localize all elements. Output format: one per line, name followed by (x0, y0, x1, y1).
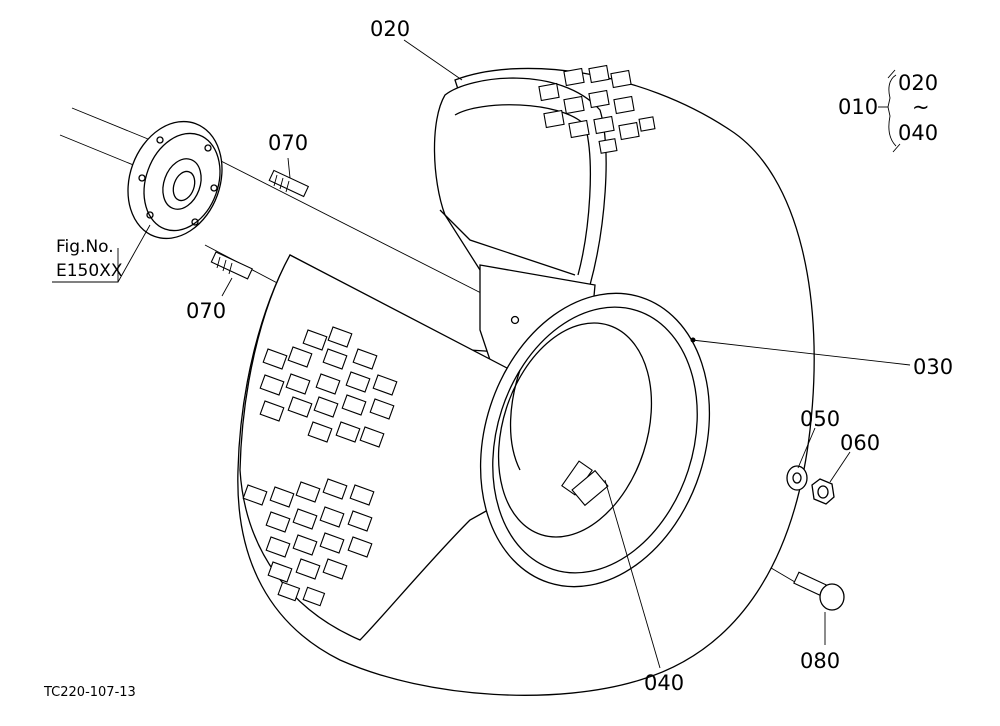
callout-010-range-top: 020 (898, 71, 938, 95)
callout-050: 050 (800, 407, 840, 431)
callout-040: 040 (644, 671, 684, 695)
wheel-stud-lower (210, 251, 253, 280)
washer (786, 465, 808, 491)
callout-010: 010 (838, 95, 878, 119)
callout-030: 030 (913, 355, 953, 379)
tread-lugs-front (242, 326, 398, 607)
leader-lines (52, 39, 911, 669)
callout-070-lower: 070 (186, 299, 226, 323)
hub-flange (127, 120, 223, 240)
figure-reference-line1: Fig.No. (56, 237, 114, 257)
callout-080: 080 (800, 649, 840, 673)
callout-070-upper: 070 (268, 131, 308, 155)
callout-020: 020 (370, 17, 410, 41)
valve-stem (561, 460, 609, 507)
nut (811, 478, 835, 505)
tread-lugs-top (538, 64, 656, 154)
figure-reference-line2: E150XX (56, 261, 123, 281)
callout-060: 060 (840, 431, 880, 455)
callout-010-range-bottom: 040 (898, 121, 938, 145)
wheel-rim (479, 292, 711, 588)
drawing-code: TC220-107-13 (43, 685, 136, 700)
wheel-stud-upper (268, 169, 310, 198)
callout-010-range-tilde: ~ (912, 95, 930, 119)
bolt (793, 571, 845, 611)
